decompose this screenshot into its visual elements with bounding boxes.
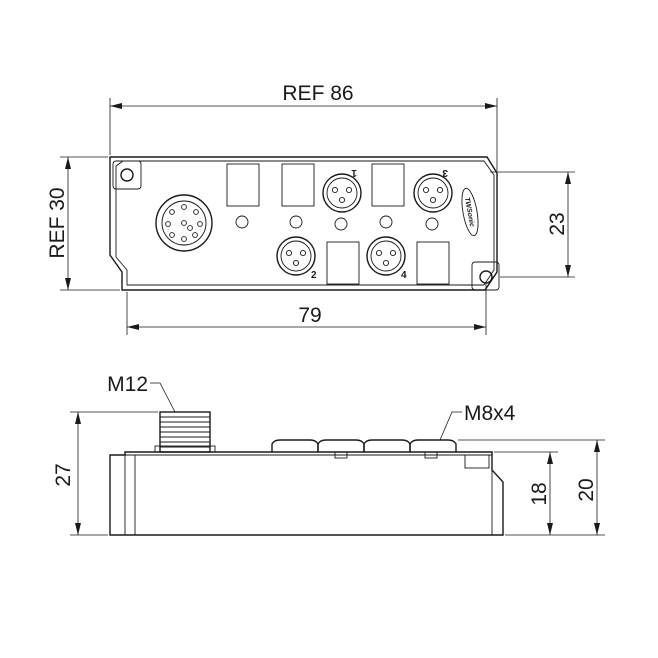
m12-connector-face [155,194,213,252]
m8-port-2: 2 [276,236,317,281]
svg-text:27: 27 [52,463,75,486]
dimension-20: 20 [458,439,605,535]
callout-m12: M12 [107,373,176,413]
led-indicator [425,217,439,231]
dimension-27: 27 [52,411,158,536]
m8-port-3: 3 [413,167,453,213]
label-window-1 [226,163,260,207]
svg-text:M8x4: M8x4 [464,402,516,425]
svg-text:18: 18 [528,482,551,505]
side-body-outline [109,451,504,536]
m12-connector-side [154,411,216,453]
housing-outline [109,156,498,291]
led-indicator [289,215,303,229]
mounting-boss-top-left [112,160,142,190]
brand-logo: TWSonic [461,187,479,237]
mounting-hole-bottom-right [479,270,493,284]
svg-text:REF 86: REF 86 [282,82,353,105]
label-window-3 [371,163,405,207]
led-indicator [379,215,393,229]
port-label-4: 4 [401,270,407,281]
svg-text:20: 20 [575,478,598,501]
dimension-79: 79 [126,284,487,335]
svg-text:M12: M12 [107,373,148,396]
housing-inner-outline [115,160,495,286]
dimension-23: 23 [490,171,575,278]
svg-text:REF 30: REF 30 [46,187,69,258]
dimension-18: 18 [494,451,605,536]
top-view: 1 3 2 4 [46,82,575,335]
led-indicator [235,215,249,229]
port-label-2: 2 [311,270,317,281]
callout-m8x4: M8x4 [439,402,516,441]
dimension-ref-86: REF 86 [109,82,498,171]
m8-port-1: 1 [322,167,362,213]
svg-text:TWSonic: TWSonic [463,197,475,228]
label-window-4 [326,241,360,285]
label-window-2 [281,163,315,207]
side-view: M12 M8x4 27 18 [52,373,605,536]
mounting-hole-top-left [120,168,134,182]
port-label-3: 3 [442,167,448,178]
label-window-5 [416,241,450,285]
led-indicator [334,217,348,231]
svg-text:79: 79 [298,304,321,327]
port-label-1: 1 [351,167,357,178]
dimension-ref-30: REF 30 [46,156,120,291]
mounting-boss-bottom-right [471,261,500,291]
m8-port-4: 4 [366,236,407,281]
m8-connectors-side [271,439,490,469]
svg-text:23: 23 [546,212,569,235]
